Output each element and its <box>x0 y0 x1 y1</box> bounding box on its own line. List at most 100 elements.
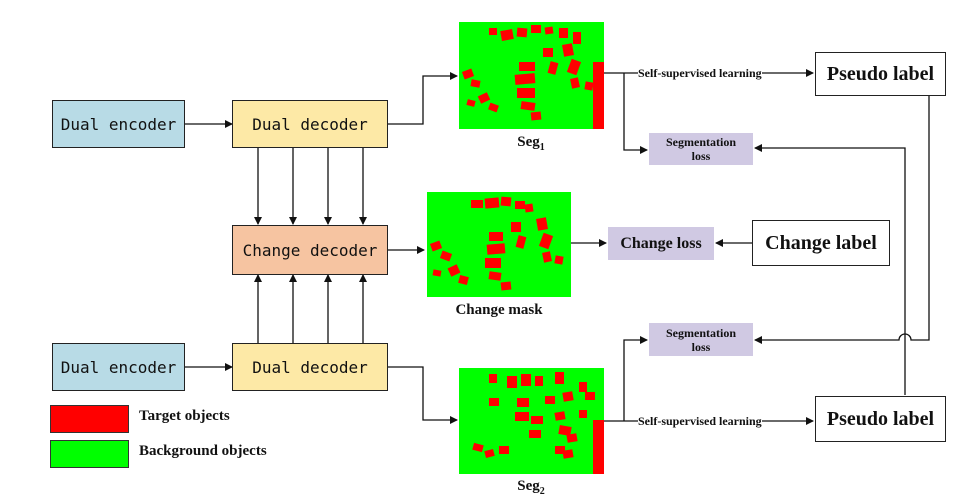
target-object-blob <box>579 410 587 418</box>
target-object-blob <box>489 374 497 383</box>
target-object-blob <box>507 376 517 388</box>
target-object-blob <box>529 430 541 438</box>
target-object-blob <box>514 73 536 85</box>
arrow-decoder-seg1 <box>388 72 458 125</box>
seg2-map <box>459 368 604 474</box>
target-object-blob <box>524 203 534 213</box>
change-label-text: Change label <box>765 231 877 254</box>
segmentation-loss-top-line2: loss <box>691 149 711 163</box>
target-object-blob <box>488 102 499 113</box>
target-object-blob <box>489 398 499 406</box>
legend-target-label: Target objects <box>139 408 230 424</box>
target-object-blob <box>485 258 501 268</box>
pseudo-label-bottom: Pseudo label <box>815 396 946 442</box>
target-object-blob <box>516 27 528 38</box>
target-object-blob <box>500 196 512 207</box>
arrow-seg1-seg-loss <box>623 73 648 154</box>
target-object-blob <box>536 217 548 231</box>
target-object-blob <box>515 412 529 421</box>
target-object-strip <box>593 62 604 129</box>
segmentation-loss-top-line1: Segmentation <box>666 135 736 149</box>
dual-encoder-bottom: Dual encoder <box>52 343 185 391</box>
target-object-blob <box>555 372 564 384</box>
seg2-caption-base: Seg <box>517 478 540 494</box>
seg1-map <box>459 22 604 129</box>
pseudo-label-bottom-text: Pseudo label <box>826 407 935 430</box>
seg2-caption: Seg2 <box>517 478 545 497</box>
legend-background-swatch <box>50 440 129 468</box>
target-object-blob <box>484 197 500 209</box>
target-object-blob <box>466 99 476 107</box>
target-object-blob <box>531 25 541 33</box>
target-object-blob <box>447 264 461 277</box>
target-object-blob <box>545 396 555 404</box>
change-mask-map <box>427 192 571 297</box>
target-object-blob <box>461 68 475 80</box>
target-object-blob <box>538 232 554 250</box>
dual-encoder-top-label: Dual encoder <box>60 114 177 134</box>
target-object-blob <box>470 79 481 88</box>
dual-decoder-top: Dual decoder <box>232 100 388 148</box>
segmentation-loss-bottom-line1: Segmentation <box>666 325 736 340</box>
target-object-blob <box>500 29 514 41</box>
target-object-blob <box>555 446 565 454</box>
change-label-box: Change label <box>752 220 890 266</box>
legend-target-swatch <box>50 405 129 433</box>
change-loss-label: Change loss <box>620 234 702 252</box>
target-object-blob <box>486 243 506 255</box>
target-object-blob <box>499 446 509 454</box>
arrow-seg2-seg-loss <box>623 336 648 421</box>
dual-decoder-bottom-label: Dual decoder <box>252 357 368 377</box>
target-object-blob <box>439 250 453 262</box>
target-object-blob <box>432 269 442 277</box>
change-decoder-label: Change decoder <box>242 240 378 260</box>
dual-encoder-bottom-label: Dual encoder <box>60 357 177 377</box>
target-object-blob <box>471 200 483 208</box>
target-object-blob <box>472 442 484 453</box>
dual-decoder-bottom: Dual decoder <box>232 343 388 391</box>
seg1-caption: Seg1 <box>517 134 545 153</box>
change-decoder: Change decoder <box>232 225 388 275</box>
target-object-blob <box>517 398 529 407</box>
target-object-blob <box>566 433 578 443</box>
target-object-blob <box>500 281 512 291</box>
target-object-blob <box>554 411 566 421</box>
target-object-blob <box>562 391 574 402</box>
seg1-caption-sub: 1 <box>539 142 545 153</box>
target-object-blob <box>570 77 580 89</box>
target-object-blob <box>579 382 587 392</box>
target-object-blob <box>429 240 443 252</box>
segmentation-loss-bottom-line2: loss <box>691 339 711 354</box>
target-object-blob <box>515 201 525 209</box>
self-supervised-label-bottom: Self-supervised learning <box>638 414 762 429</box>
target-object-blob <box>542 251 552 263</box>
target-object-blob <box>544 26 554 35</box>
target-object-blob <box>521 374 531 386</box>
target-object-blob <box>477 92 491 104</box>
legend-background-label: Background objects <box>139 443 267 459</box>
target-object-blob <box>458 274 469 286</box>
dual-decoder-top-label: Dual decoder <box>252 114 368 134</box>
target-object-blob <box>489 28 497 35</box>
target-object-blob <box>585 392 595 400</box>
target-object-blob <box>517 88 535 98</box>
change-mask-caption: Change mask <box>455 302 543 318</box>
target-object-blob <box>559 28 568 38</box>
self-supervised-label-top: Self-supervised learning <box>638 66 762 81</box>
segmentation-loss-bottom: Segmentation loss <box>649 323 753 356</box>
segmentation-loss-top: Segmentation loss <box>649 133 753 165</box>
target-object-blob <box>488 271 502 281</box>
target-object-blob <box>530 111 542 121</box>
pseudo-label-top-text: Pseudo label <box>826 62 935 85</box>
target-object-blob <box>543 48 553 57</box>
arrow-pseudo-top-seg-loss-bottom <box>754 96 930 344</box>
target-object-blob <box>519 62 535 71</box>
pseudo-label-top: Pseudo label <box>815 52 946 96</box>
change-loss: Change loss <box>608 227 714 260</box>
target-object-blob <box>562 43 574 57</box>
dual-encoder-top: Dual encoder <box>52 100 185 148</box>
target-object-blob <box>566 58 582 76</box>
target-object-blob <box>511 222 521 232</box>
target-object-blob <box>515 235 527 249</box>
